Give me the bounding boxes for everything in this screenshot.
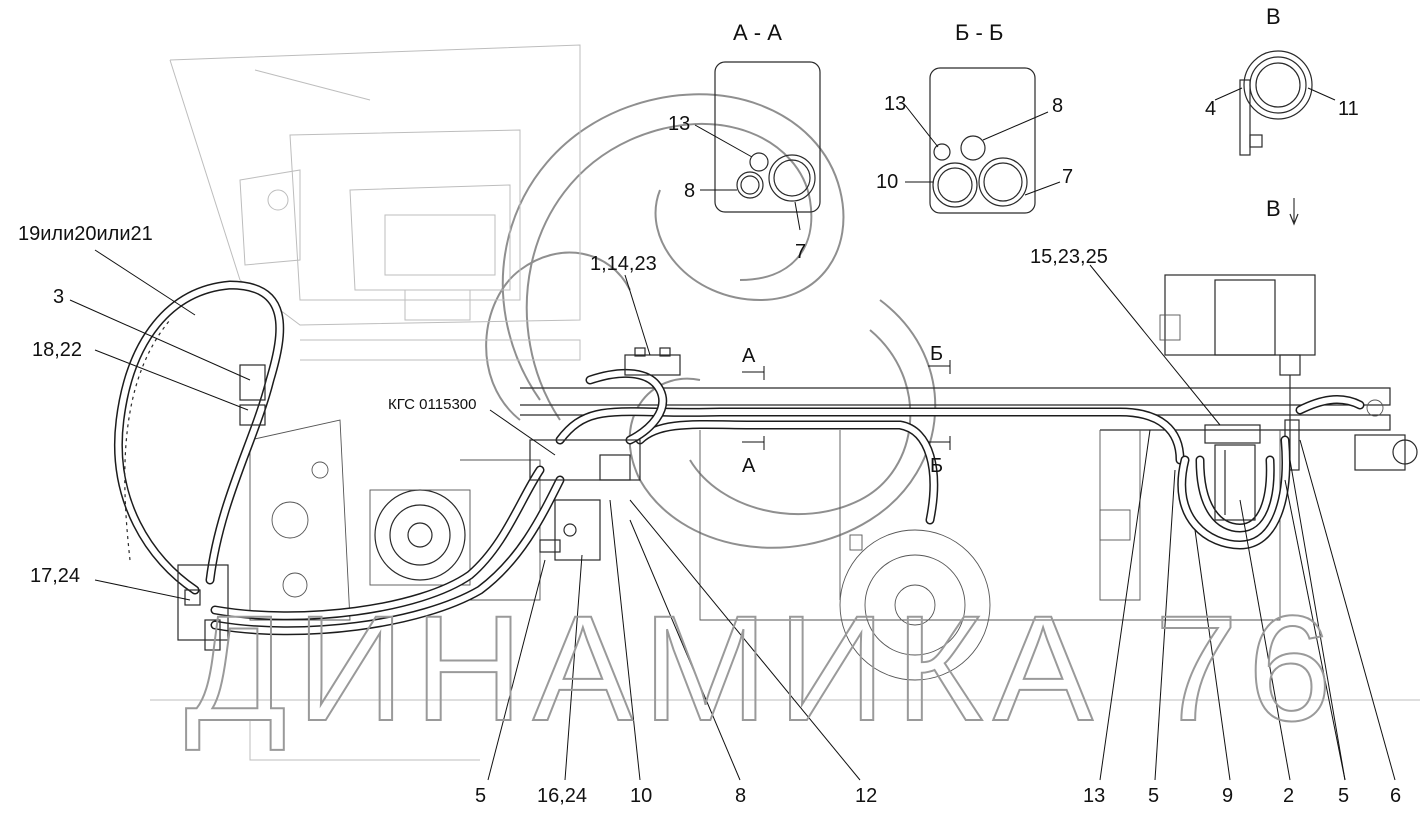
bottom-label-5c: 5 bbox=[1338, 785, 1349, 807]
label-kgs: КГС 0115300 bbox=[388, 396, 476, 413]
cab-outline bbox=[169, 44, 581, 361]
bb-label-10: 10 bbox=[876, 171, 898, 193]
bottom-label-5b: 5 bbox=[1148, 785, 1159, 807]
hose-lines bbox=[114, 280, 1365, 636]
right-pump-unit bbox=[1159, 274, 1418, 471]
bottom-label-6: 6 bbox=[1390, 785, 1401, 807]
callout-labels: 19или20или21 3 18,22 17,24 1,14,23 КГС 0… bbox=[18, 223, 1401, 807]
label-18-22: 18,22 bbox=[32, 339, 82, 361]
label-17-24: 17,24 bbox=[30, 565, 80, 587]
bottom-label-9: 9 bbox=[1222, 785, 1233, 807]
v-label-11: 11 bbox=[1338, 98, 1359, 120]
engine-block bbox=[249, 419, 541, 621]
bottom-label-12: 12 bbox=[855, 785, 877, 807]
view-v-title: В bbox=[1266, 4, 1281, 29]
section-a-a-title: А - А bbox=[733, 20, 782, 45]
cut-b-bottom: Б bbox=[930, 455, 943, 477]
bb-label-13: 13 bbox=[884, 93, 906, 115]
cut-a-bottom: А bbox=[742, 455, 756, 477]
bottom-label-16-24: 16,24 bbox=[537, 785, 587, 807]
section-b-b: Б - Б 13 8 10 7 bbox=[876, 20, 1073, 214]
watermark-text: ДИНАМИКА 76 bbox=[185, 584, 1341, 752]
cut-a-top: А bbox=[742, 345, 756, 367]
aa-label-13: 13 bbox=[668, 113, 690, 135]
cut-markers: А А Б Б bbox=[742, 343, 951, 477]
section-b-b-title: Б - Б bbox=[955, 20, 1003, 45]
aa-label-8: 8 bbox=[684, 180, 695, 202]
label-1-14-23: 1,14,23 bbox=[590, 253, 657, 275]
distributor-valves bbox=[529, 347, 681, 561]
bottom-label-8: 8 bbox=[735, 785, 746, 807]
label-3: 3 bbox=[53, 286, 64, 308]
bb-label-8: 8 bbox=[1052, 95, 1063, 117]
aa-label-7: 7 bbox=[795, 241, 806, 263]
bottom-label-13: 13 bbox=[1083, 785, 1105, 807]
view-v: В 4 11 В bbox=[1205, 4, 1359, 226]
label-15-23-25: 15,23,25 bbox=[1030, 246, 1108, 268]
cut-b-top: Б bbox=[930, 343, 943, 365]
view-v-arrow-label: В bbox=[1266, 196, 1281, 221]
label-19-20-21: 19или20или21 bbox=[18, 223, 153, 245]
filter-unit bbox=[1204, 424, 1261, 521]
bottom-label-10: 10 bbox=[630, 785, 652, 807]
callout-leaders bbox=[69, 249, 1396, 781]
section-a-a: А - А 13 8 7 bbox=[668, 20, 821, 263]
bb-label-7: 7 bbox=[1062, 166, 1073, 188]
bottom-label-2: 2 bbox=[1283, 785, 1294, 807]
v-label-4: 4 bbox=[1205, 98, 1216, 120]
left-bracket bbox=[177, 364, 266, 651]
bottom-label-5a: 5 bbox=[475, 785, 486, 807]
